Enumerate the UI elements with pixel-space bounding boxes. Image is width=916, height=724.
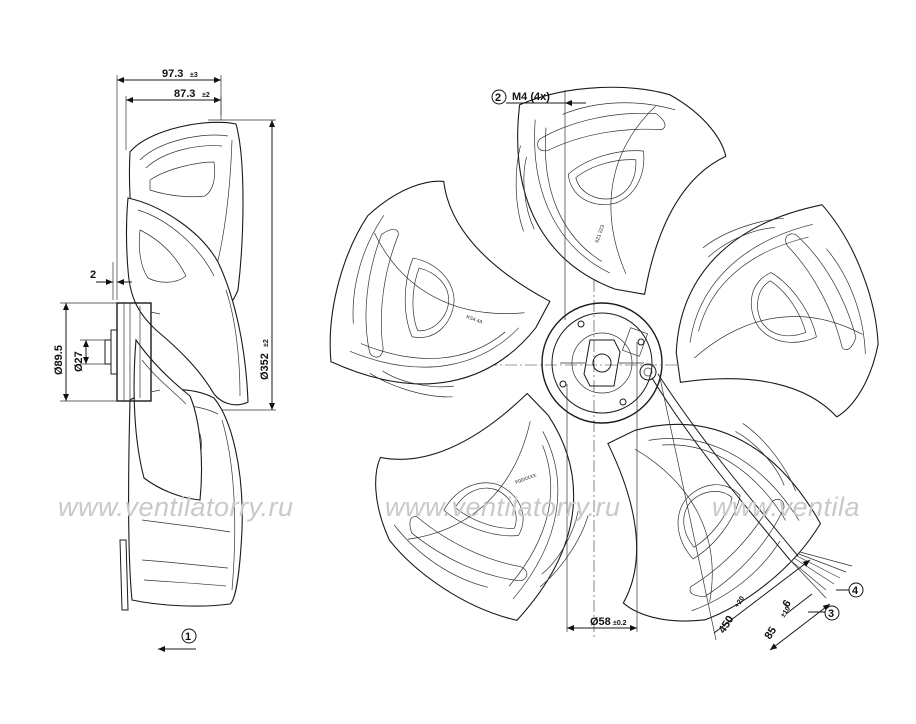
watermark: www.ventilatorry.ru www.ventilatorry.ru … [58, 492, 860, 522]
impeller-blades [297, 67, 889, 651]
dim-motor-dia: Ø89.5 [53, 345, 65, 375]
mount-hole-3 [619, 398, 627, 406]
ref-circle-1 [181, 628, 197, 644]
dim-wire-end: 6 [780, 598, 793, 610]
dim-shaft-dia: Ø27 [73, 351, 85, 372]
dim-line-strip-length [769, 603, 831, 651]
mount-hole-4 [559, 380, 567, 388]
dim-cable-length: 450 [716, 614, 736, 636]
hub-outer [541, 302, 663, 424]
ref-label-3: 3 [828, 608, 834, 620]
motor-shaft [592, 353, 612, 373]
blade-1 [490, 67, 736, 305]
dim-fan-dia: Ø352 [259, 353, 271, 380]
dim-strip-length: 85 [762, 625, 779, 642]
dim-overall-depth: 97.3 [162, 68, 183, 80]
ref-label-2: 2 [495, 92, 501, 104]
dim-line-cable-length [713, 559, 811, 634]
ref-label-1: 1 [185, 631, 191, 643]
dim-blade-depth: 87.3 [174, 88, 195, 100]
mount-label: M4 (4x) [512, 91, 550, 103]
side-blade-middle [125, 197, 249, 406]
dim-bolt-circle: Ø58 [590, 616, 611, 628]
watermark-text-3: www.ventila [712, 492, 860, 522]
dim-blade-depth-tol: ±2 [202, 92, 210, 99]
ref-circle-2 [491, 89, 507, 105]
cable [651, 377, 791, 561]
cable-gland [639, 363, 657, 381]
dim-bolt-circle-tol: ±0.2 [613, 620, 627, 627]
ref-label-4: 4 [852, 585, 859, 597]
dim-flange: 2 [90, 269, 96, 281]
mount-hole-1 [577, 320, 585, 328]
side-view: 97.3 ±3 87.3 ±2 2 Ø89.5 Ø27 Ø352 ±2 1 [53, 68, 276, 652]
watermark-text-1: www.ventilatorry.ru [58, 492, 294, 522]
dim-overall-depth-tol: ±3 [190, 72, 198, 79]
blade-mark-2: KS4 4A [465, 314, 484, 326]
watermark-text-2: www.ventilatorry.ru [385, 492, 621, 522]
ref-circle-3 [824, 605, 840, 621]
blade-2 [658, 199, 889, 439]
front-view: 6Z1 2Z3 KS4 4A F00XXXX 2 M4 (4x) [297, 67, 889, 651]
hub-inner [551, 312, 653, 414]
ref-circle-4 [848, 582, 864, 598]
dim-fan-dia-tol: ±2 [263, 339, 270, 347]
mount-hole-2 [637, 338, 645, 346]
